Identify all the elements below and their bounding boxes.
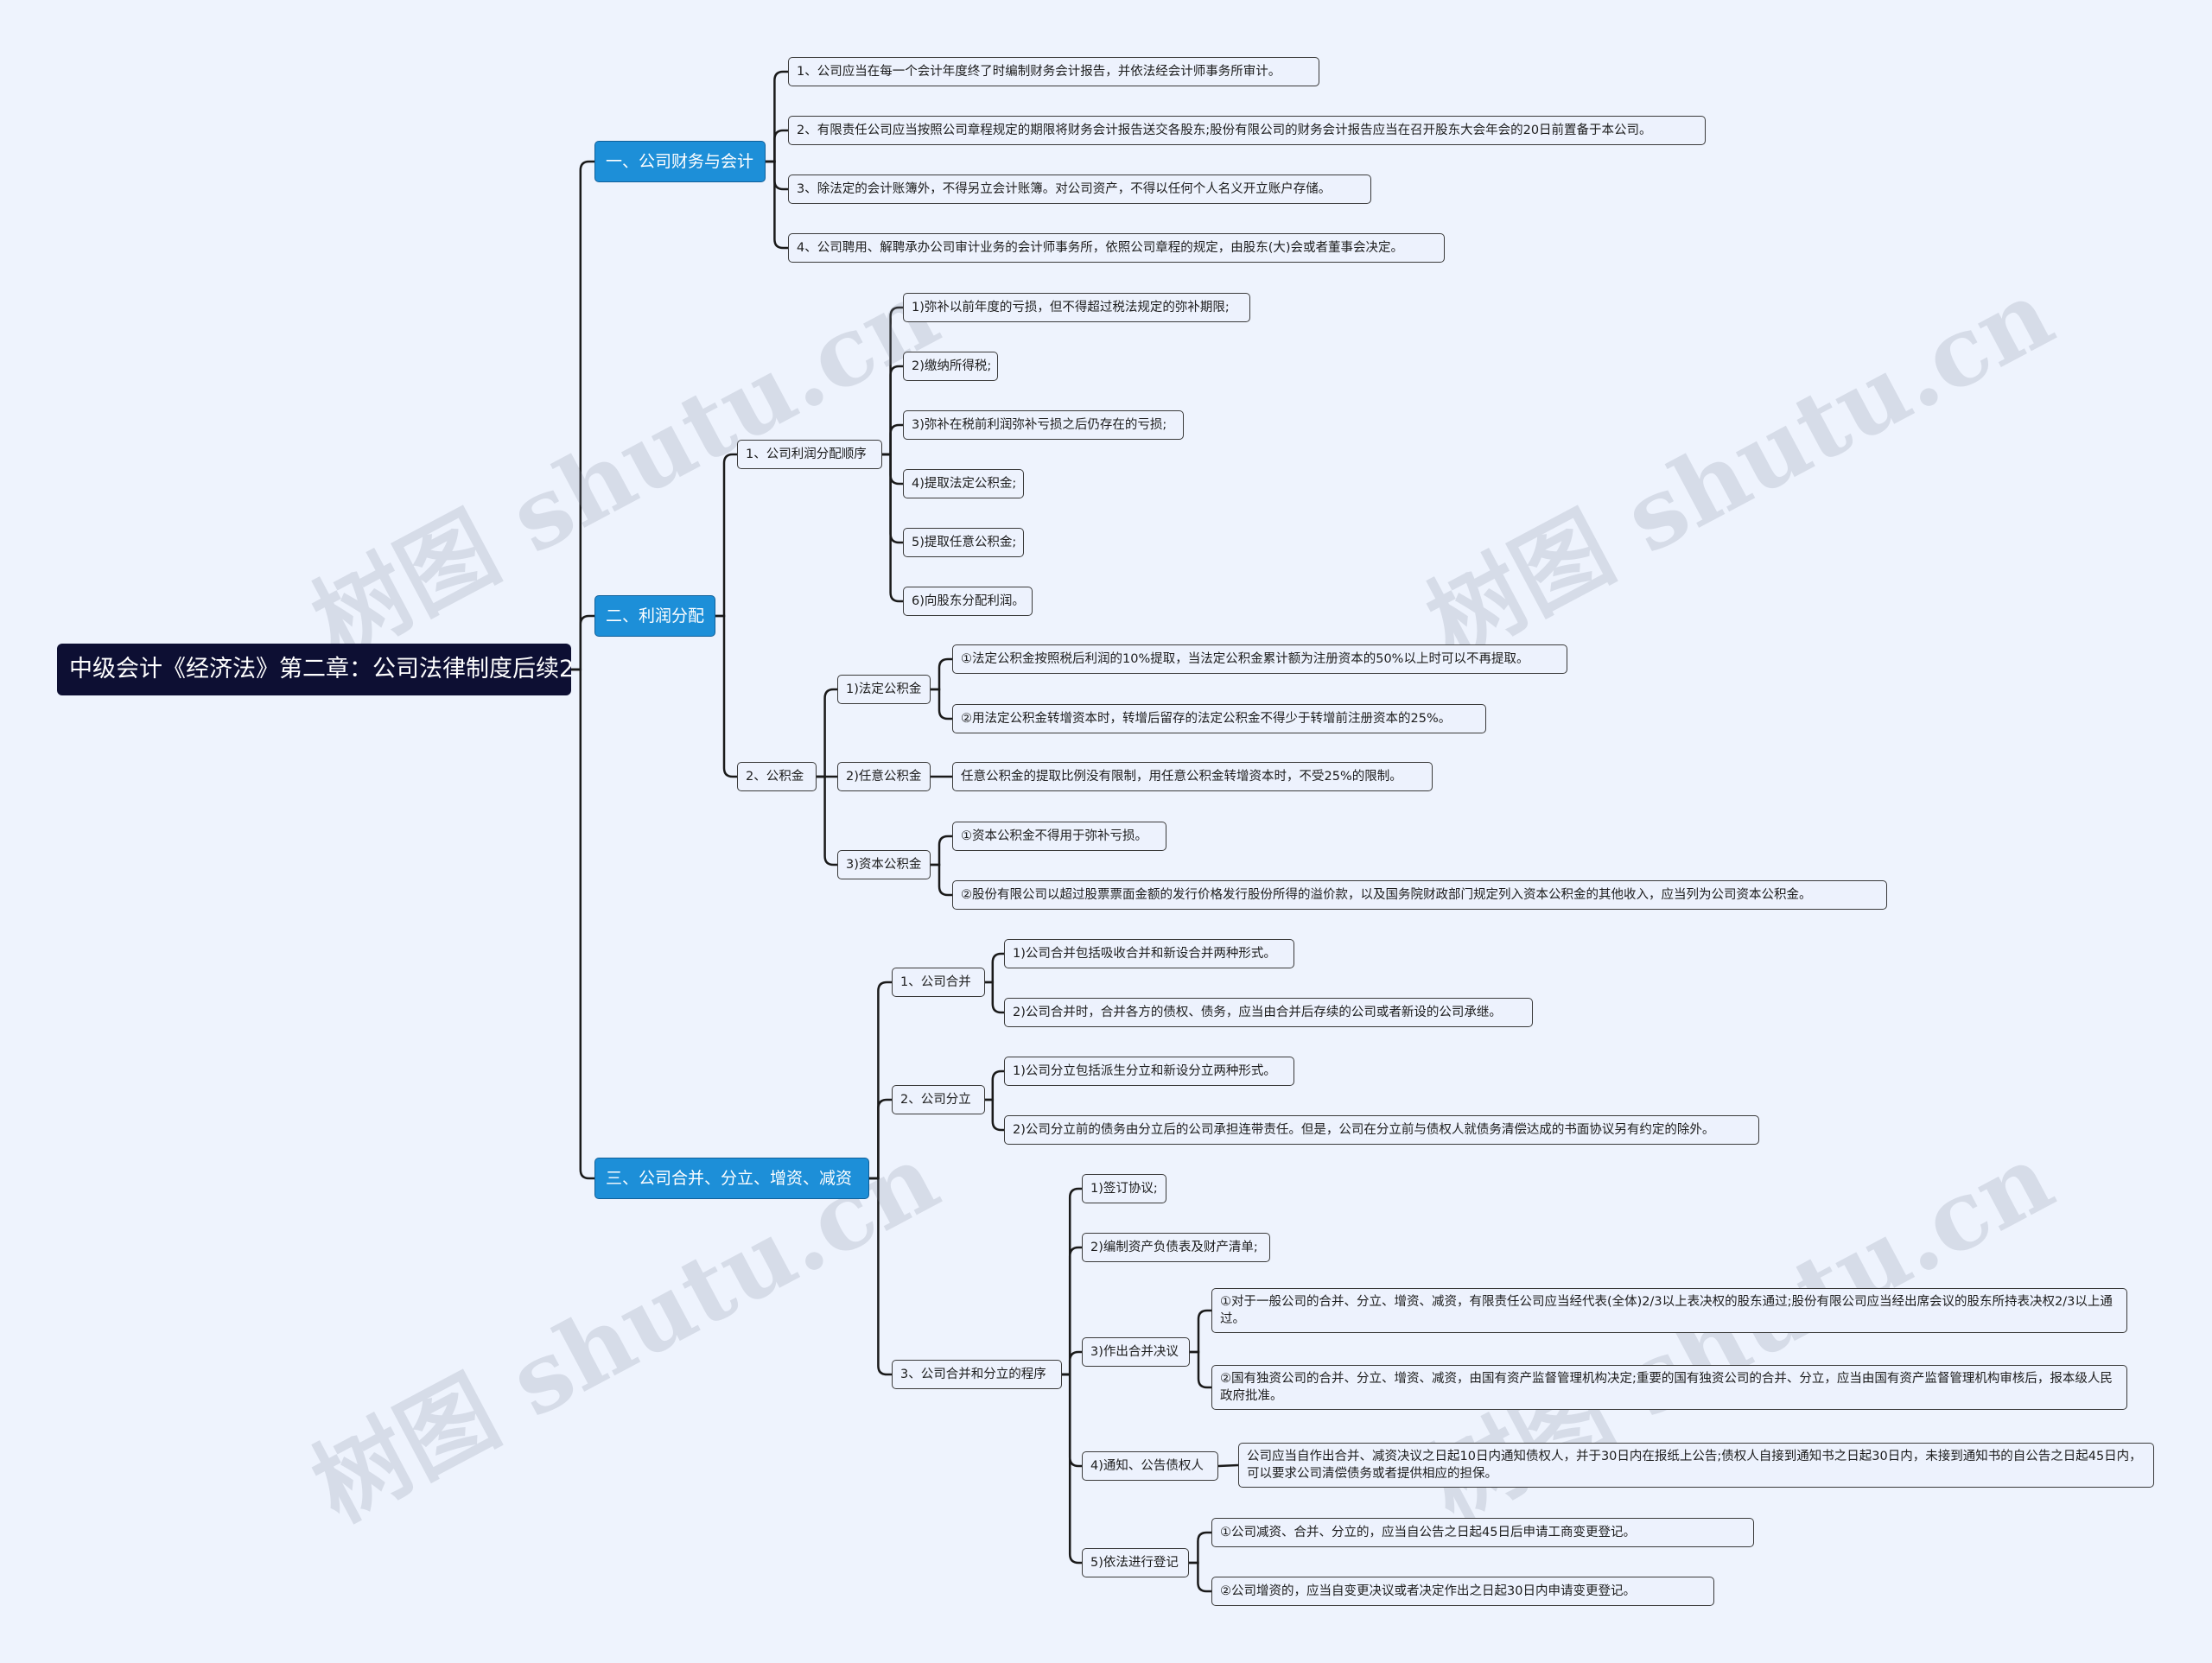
procedure-step[interactable]: 2)编制资产负债表及财产清单;	[1082, 1233, 1270, 1262]
procedure-step[interactable]: 1)签订协议;	[1082, 1174, 1166, 1203]
division-item[interactable]: 1)公司分立包括派生分立和新设分立两种形式。	[1004, 1057, 1294, 1086]
connector-line	[985, 952, 1004, 984]
connector-line	[985, 1098, 1004, 1132]
connector-line	[766, 70, 788, 163]
resolution-item[interactable]: ②国有独资公司的合并、分立、增资、减资，由国有资产监督管理机构决定;重要的国有独…	[1211, 1365, 2127, 1410]
division-item[interactable]: 2)公司分立前的债务由分立后的公司承担连带责任。但是，公司在分立前与债权人就债务…	[1004, 1115, 1759, 1145]
statutory-reserve-item[interactable]: ②用法定公积金转增资本时，转增后留存的法定公积金不得少于转增前注册资本的25%。	[952, 704, 1486, 733]
connector-line	[1189, 1561, 1211, 1593]
registration-item[interactable]: ②公司增资的，应当自变更决议或者决定作出之日起30日内申请变更登记。	[1211, 1577, 1714, 1606]
connector-line	[571, 668, 594, 1180]
company-merger[interactable]: 1、公司合并	[892, 968, 985, 997]
connector-line	[1190, 1350, 1211, 1389]
connector-line	[1190, 1309, 1211, 1354]
section-merger-division-capital[interactable]: 三、公司合并、分立、增资、减资	[594, 1158, 869, 1199]
order-step[interactable]: 6)向股东分配利润。	[903, 587, 1033, 616]
connector-line	[882, 423, 903, 456]
connector-line	[882, 453, 903, 544]
connector-line	[882, 453, 903, 486]
capital-reserve-item[interactable]: ②股份有限公司以超过股票票面金额的发行价格发行股份所得的溢价款，以及国务院财政部…	[952, 880, 1887, 910]
notify-creditors-item[interactable]: 公司应当自作出合并、减资决议之日起10日内通知债权人，并于30日内在报纸上公告;…	[1238, 1443, 2154, 1488]
connector-line	[715, 614, 737, 778]
connector-line	[817, 688, 837, 778]
connector-line	[766, 160, 788, 191]
connector-line	[931, 863, 952, 897]
legal-registration[interactable]: 5)依法进行登记	[1082, 1548, 1189, 1577]
connector-line	[882, 365, 903, 456]
order-step[interactable]: 2)缴纳所得税;	[903, 352, 998, 381]
connector-line	[766, 129, 788, 163]
root-topic[interactable]: 中级会计《经济法》第二章：公司法律制度后续2	[57, 644, 571, 695]
connector-line	[1062, 1246, 1082, 1376]
order-step[interactable]: 3)弥补在税前利润弥补亏损之后仍存在的亏损;	[903, 410, 1184, 440]
connector-line	[931, 835, 952, 866]
connector-line	[766, 160, 788, 250]
profit-distribution-order[interactable]: 1、公司利润分配顺序	[737, 440, 882, 469]
connector-line	[1062, 1373, 1082, 1468]
finance-item[interactable]: 2、有限责任公司应当按照公司章程规定的期限将财务会计报告送交各股东;股份有限公司…	[788, 116, 1706, 145]
connector-line	[869, 1177, 892, 1376]
connector-line	[715, 453, 737, 618]
connector-line	[1062, 1350, 1082, 1376]
connector-line	[931, 688, 952, 720]
connector-line	[882, 453, 903, 603]
merger-division-procedure[interactable]: 3、公司合并和分立的程序	[892, 1360, 1062, 1389]
connector-line	[985, 981, 1004, 1014]
connector-line	[931, 657, 952, 691]
discretionary-reserve[interactable]: 2)任意公积金	[837, 762, 931, 791]
connector-line	[869, 981, 892, 1180]
connector-line	[1062, 1187, 1082, 1376]
statutory-reserve-item[interactable]: ①法定公积金按照税后利润的10%提取，当法定公积金累计额为注册资本的50%以上时…	[952, 644, 1567, 674]
registration-item[interactable]: ①公司减资、合并、分立的，应当自公告之日起45日后申请工商变更登记。	[1211, 1518, 1754, 1547]
resolution-item[interactable]: ①对于一般公司的合并、分立、增资、减资，有限责任公司应当经代表(全体)2/3以上…	[1211, 1288, 2127, 1333]
connector-line	[1217, 1463, 1239, 1468]
section-finance-accounting[interactable]: 一、公司财务与会计	[594, 141, 766, 182]
merger-resolution[interactable]: 3)作出合并决议	[1082, 1337, 1190, 1367]
connector-line	[1189, 1531, 1211, 1565]
order-step[interactable]: 1)弥补以前年度的亏损，但不得超过税法规定的弥补期限;	[903, 293, 1250, 322]
connector-line	[985, 1070, 1004, 1101]
connector-line	[1062, 1373, 1082, 1565]
capital-reserve-item[interactable]: ①资本公积金不得用于弥补亏损。	[952, 822, 1166, 851]
reserve-fund[interactable]: 2、公积金	[737, 762, 817, 791]
capital-reserve[interactable]: 3)资本公积金	[837, 850, 931, 879]
notify-creditors[interactable]: 4)通知、公告债权人	[1082, 1451, 1218, 1481]
section-profit-distribution[interactable]: 二、利润分配	[594, 595, 715, 637]
company-division[interactable]: 2、公司分立	[892, 1085, 985, 1114]
finance-item[interactable]: 1、公司应当在每一个会计年度终了时编制财务会计报告，并依法经会计师事务所审计。	[788, 57, 1319, 86]
statutory-reserve[interactable]: 1)法定公积金	[837, 675, 931, 704]
merger-item[interactable]: 1)公司合并包括吸收合并和新设合并两种形式。	[1004, 939, 1294, 968]
connector-line	[882, 306, 903, 456]
connector-line	[869, 1098, 892, 1180]
connector-line	[571, 160, 594, 671]
connector-line	[817, 775, 837, 866]
merger-item[interactable]: 2)公司合并时，合并各方的债权、债务，应当由合并后存续的公司或者新设的公司承继。	[1004, 998, 1533, 1027]
connector-line	[571, 614, 594, 671]
order-step[interactable]: 4)提取法定公积金;	[903, 469, 1024, 498]
discretionary-reserve-item[interactable]: 任意公积金的提取比例没有限制，用任意公积金转增资本时，不受25%的限制。	[952, 762, 1433, 791]
finance-item[interactable]: 4、公司聘用、解聘承办公司审计业务的会计师事务所，依照公司章程的规定，由股东(大…	[788, 233, 1445, 263]
finance-item[interactable]: 3、除法定的会计账簿外，不得另立会计账簿。对公司资产，不得以任何个人名义开立账户…	[788, 175, 1371, 204]
order-step[interactable]: 5)提取任意公积金;	[903, 528, 1024, 557]
